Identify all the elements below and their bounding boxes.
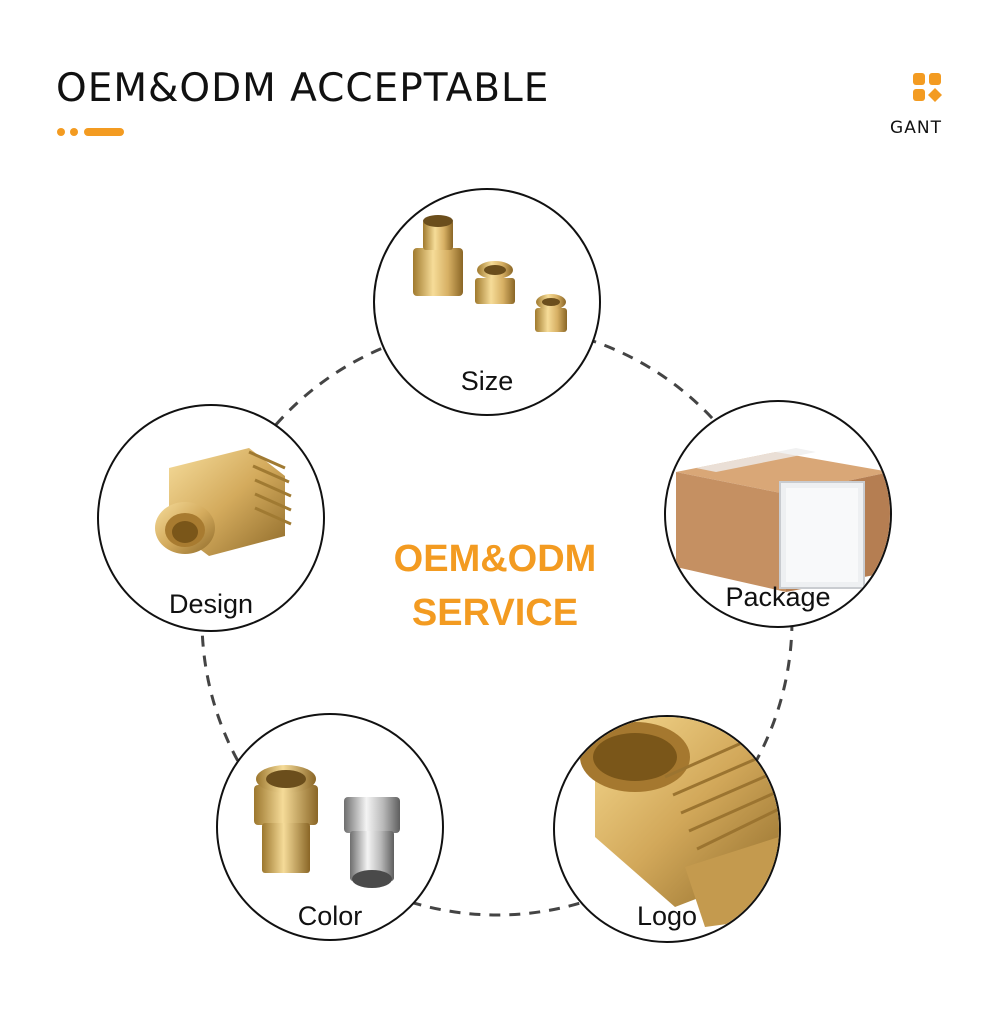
- brass-thread-closeup-image: [580, 717, 779, 927]
- hex-nipple-fitting-image: [155, 448, 292, 556]
- accent-dot: [57, 128, 65, 136]
- brass-and-chrome-fittings-image: [254, 765, 400, 888]
- carton-box-image: [676, 448, 890, 592]
- accent-dot: [70, 128, 78, 136]
- center-line-1: OEM&ODM: [393, 538, 597, 580]
- brand-logo-icon: [913, 73, 942, 102]
- feature-label: Color: [297, 901, 363, 931]
- feature-logo[interactable]: Logo: [553, 715, 781, 943]
- accent-bar: [84, 128, 124, 136]
- brand-name: GANT: [890, 118, 942, 138]
- feature-color[interactable]: Color: [216, 713, 444, 941]
- feature-label: Size: [460, 366, 514, 396]
- feature-size[interactable]: Size: [373, 188, 601, 416]
- center-heading: OEM&ODM SERVICE: [340, 532, 650, 640]
- feature-label: Design: [168, 589, 254, 619]
- brass-fittings-sizes-image: [413, 215, 567, 332]
- center-line-2: SERVICE: [411, 592, 579, 634]
- feature-package[interactable]: Package: [664, 400, 892, 628]
- feature-label: Package: [725, 582, 831, 612]
- feature-design[interactable]: Design: [97, 404, 325, 632]
- page-title: OEM&ODM ACCEPTABLE: [56, 66, 550, 111]
- feature-label: Logo: [636, 901, 698, 931]
